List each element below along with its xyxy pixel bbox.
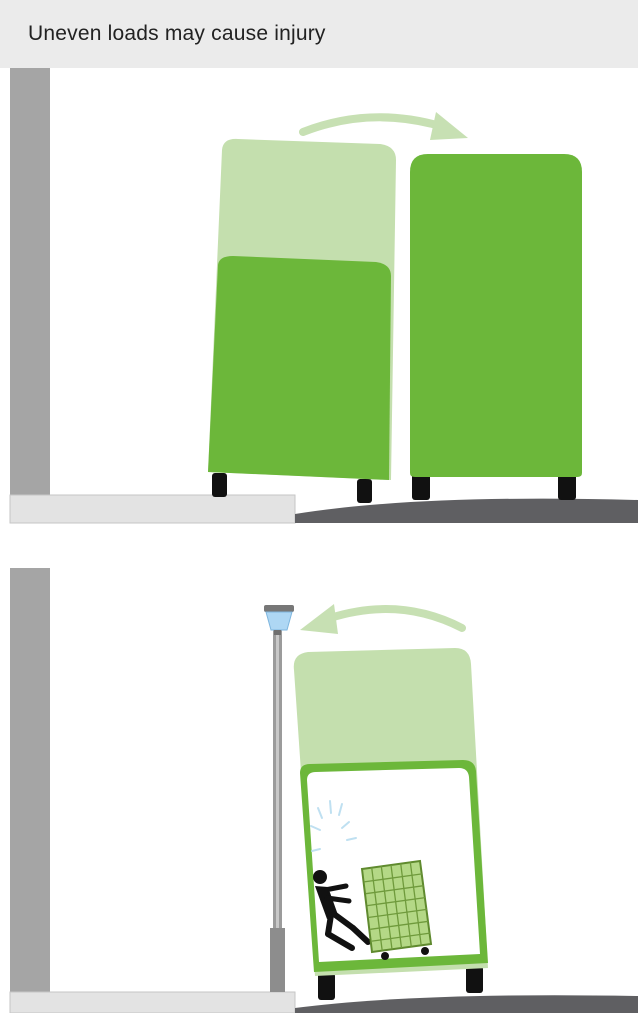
page-title: Uneven loads may cause injury bbox=[28, 22, 326, 46]
roll-cage-icon bbox=[362, 861, 431, 960]
wall-icon bbox=[10, 568, 50, 996]
header-bar: Uneven loads may cause injury bbox=[0, 0, 638, 68]
tilted-container-icon bbox=[208, 139, 396, 503]
scene-container-falling-on-person bbox=[0, 568, 638, 1013]
curb-icon bbox=[10, 992, 295, 1013]
scene-container-tipping bbox=[0, 68, 638, 528]
lamp-post-icon bbox=[264, 605, 294, 992]
curb-icon bbox=[10, 495, 295, 523]
tip-direction-arrow-icon bbox=[303, 112, 468, 140]
wall-icon bbox=[10, 68, 50, 498]
tip-direction-arrow-icon bbox=[300, 604, 462, 634]
sloped-ground-icon bbox=[295, 499, 638, 523]
upright-container-icon bbox=[410, 154, 582, 500]
sloped-ground-icon bbox=[295, 995, 638, 1013]
